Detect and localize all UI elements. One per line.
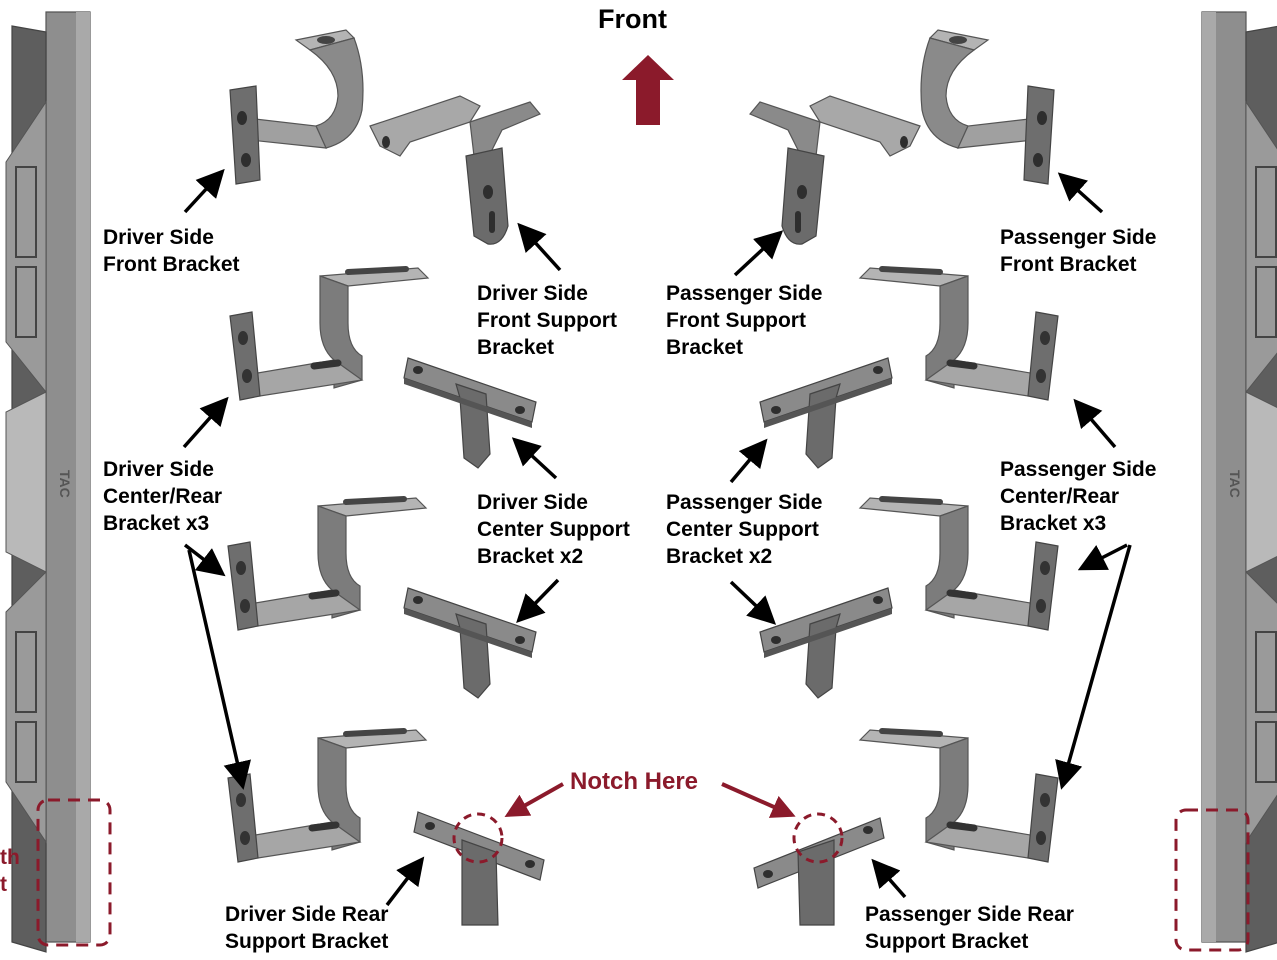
label-passenger-front-bracket: Passenger Side Front Bracket (1000, 226, 1157, 276)
arrow-passenger-center-support-2 (729, 580, 777, 625)
label-passenger-rear-support-bracket: Passenger Side Rear Support Bracket (865, 903, 1074, 953)
label-driver-front-support-bracket: Driver Side Front Support Bracket (477, 282, 617, 359)
driver-notch-box (36, 798, 112, 947)
driver-center-rear-bracket-3 (228, 730, 426, 862)
arrow-driver-center-2 (183, 543, 226, 577)
passenger-center-support-bracket-2 (759, 587, 893, 699)
driver-center-support-bracket-1 (403, 357, 537, 469)
passenger-notch-arrow (721, 782, 796, 818)
front-arrow-icon (622, 55, 674, 125)
label-passenger-center-support-bracket: Passenger Side Center Support Bracket x2 (666, 491, 823, 568)
passenger-center-rear-bracket-3 (860, 730, 1058, 862)
label-driver-center-support-bracket: Driver Side Center Support Bracket x2 (477, 491, 630, 568)
arrow-driver-center-support-2 (516, 578, 560, 624)
passenger-notch-box (1174, 808, 1250, 952)
driver-running-board (5, 11, 91, 953)
label-passenger-front-support-bracket: Passenger Side Front Support Bracket (666, 282, 823, 359)
driver-board-logo: TAC (57, 470, 73, 498)
arrow-driver-front (183, 168, 225, 214)
arrow-passenger-front (1057, 172, 1104, 214)
driver-rear-support-bracket (413, 811, 545, 926)
driver-center-rear-bracket-2 (228, 498, 426, 630)
front-label: Front (598, 4, 667, 34)
driver-notch-arrow (504, 782, 564, 817)
arrow-passenger-center-2 (1077, 543, 1128, 571)
arrow-passenger-rear-support (871, 858, 907, 899)
label-driver-center-rear-bracket: Driver Side Center/Rear Bracket x3 (103, 458, 223, 535)
passenger-front-support-bracket (750, 96, 920, 244)
passenger-notch-circle (792, 812, 844, 864)
passenger-center-support-bracket-1 (759, 357, 893, 469)
arrow-driver-front-support (517, 222, 562, 272)
arrow-driver-center-1 (182, 396, 229, 449)
driver-center-rear-bracket-1 (230, 268, 428, 400)
arrow-driver-center-3 (187, 549, 251, 790)
label-passenger-center-rear-bracket: Passenger Side Center/Rear Bracket x3 (1000, 458, 1157, 535)
driver-center-support-bracket-2 (403, 587, 537, 699)
passenger-front-bracket (920, 29, 1055, 185)
arrow-passenger-front-support (733, 230, 784, 277)
label-driver-front-bracket: Driver Side Front Bracket (103, 226, 240, 276)
passenger-board-logo: TAC (1227, 470, 1243, 498)
driver-notch-circle (452, 812, 504, 864)
left-edge-fragment: th t (0, 846, 20, 896)
arrow-passenger-center-3 (1055, 544, 1132, 790)
arrow-passenger-center-1 (1073, 398, 1117, 449)
driver-front-support-bracket (370, 96, 540, 244)
notch-here-label: Notch Here (570, 768, 699, 795)
arrow-driver-center-support-1 (511, 437, 558, 480)
arrow-driver-rear-support (385, 856, 425, 907)
driver-front-bracket (229, 29, 364, 185)
label-driver-rear-support-bracket: Driver Side Rear Support Bracket (225, 903, 389, 953)
arrow-passenger-center-support-1 (729, 438, 768, 484)
leader-arrows (182, 168, 1132, 907)
